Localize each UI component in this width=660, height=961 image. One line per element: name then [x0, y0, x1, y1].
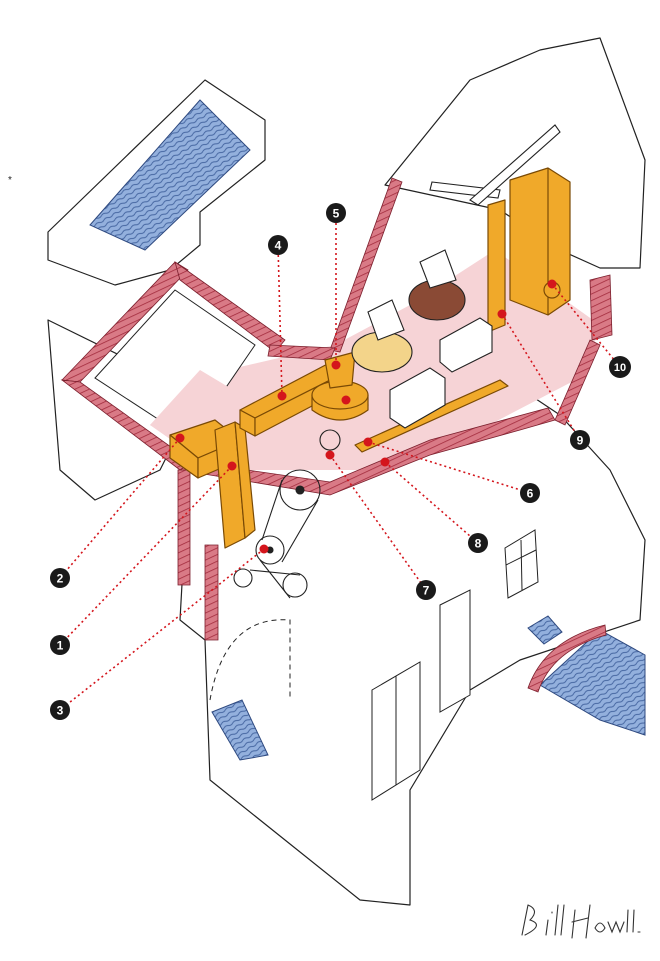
callout-label: 1	[57, 639, 64, 653]
pulley-wheel-large	[279, 469, 321, 511]
callout-label: 2	[57, 572, 64, 586]
facade-openings	[209, 529, 539, 801]
upper-water	[89, 99, 251, 251]
artist-signature	[521, 904, 641, 939]
dresser	[509, 167, 571, 316]
mill-fixtures	[233, 124, 561, 599]
building-outline	[47, 37, 646, 906]
callout-badge: 5	[326, 203, 346, 223]
bin-b	[439, 317, 493, 373]
orange-hopper	[324, 351, 356, 389]
callout-badge: 1	[50, 635, 70, 655]
callout-badge: 6	[520, 483, 540, 503]
right-elevator	[487, 199, 506, 333]
engine-flywheel	[282, 572, 308, 598]
callout-anchors	[175, 279, 557, 554]
callout-badge: 10	[609, 356, 631, 378]
asterisk-mark: *	[8, 175, 12, 186]
water-channels	[89, 99, 646, 761]
gear-wheel	[319, 429, 341, 451]
callout-leaders	[59, 213, 621, 711]
callout-label: 3	[57, 704, 64, 718]
callout-label: 10	[614, 362, 626, 374]
callout-badge: 8	[468, 533, 488, 553]
bin-a	[389, 367, 446, 429]
section-walls	[60, 177, 613, 693]
callout-badge: 9	[570, 430, 590, 450]
arch-opening	[209, 619, 291, 701]
lower-water	[211, 699, 269, 761]
small-water	[527, 615, 563, 645]
callout-badge: 3	[50, 700, 70, 720]
callout-badge: 2	[50, 568, 70, 588]
pulley-wheel-small	[255, 535, 285, 565]
door-right	[439, 589, 471, 713]
line-shaft	[354, 379, 509, 453]
callout-label: 5	[333, 207, 340, 221]
callout-label: 6	[527, 487, 534, 501]
callout-label: 9	[577, 434, 584, 448]
callout-badge: 4	[268, 235, 288, 255]
callout-label: 7	[423, 584, 430, 598]
callout-label: 8	[475, 537, 482, 551]
callout-badge: 7	[416, 580, 436, 600]
callout-label: 4	[275, 239, 282, 253]
